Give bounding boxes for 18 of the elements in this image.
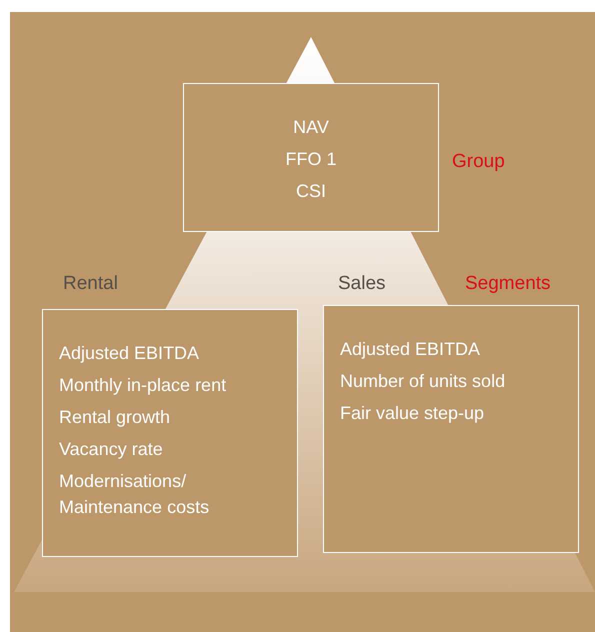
segment-heading: Sales [338,272,386,296]
kpi-text: Rental growth [59,406,170,429]
segment-heading: Rental [63,272,118,296]
level-label: Segments [465,272,551,296]
kpi-text: Number of units sold [340,370,506,393]
kpi-box [323,305,579,553]
kpi-box [42,309,298,557]
level-label: Group [452,150,505,174]
kpi-text: NAV [293,116,329,139]
kpi-text: CSI [296,180,326,203]
kpi-box [183,83,439,232]
kpi-text: Vacancy rate [59,438,163,461]
kpi-text: Monthly in-place rent [59,374,226,397]
kpi-text: Adjusted EBITDA [340,338,480,361]
kpi-text: FFO 1 [285,148,336,171]
kpi-text: Fair value step-up [340,402,484,425]
kpi-text: Adjusted EBITDA [59,342,200,365]
kpi-text: Modernisations/ Maintenance costs [59,470,210,519]
